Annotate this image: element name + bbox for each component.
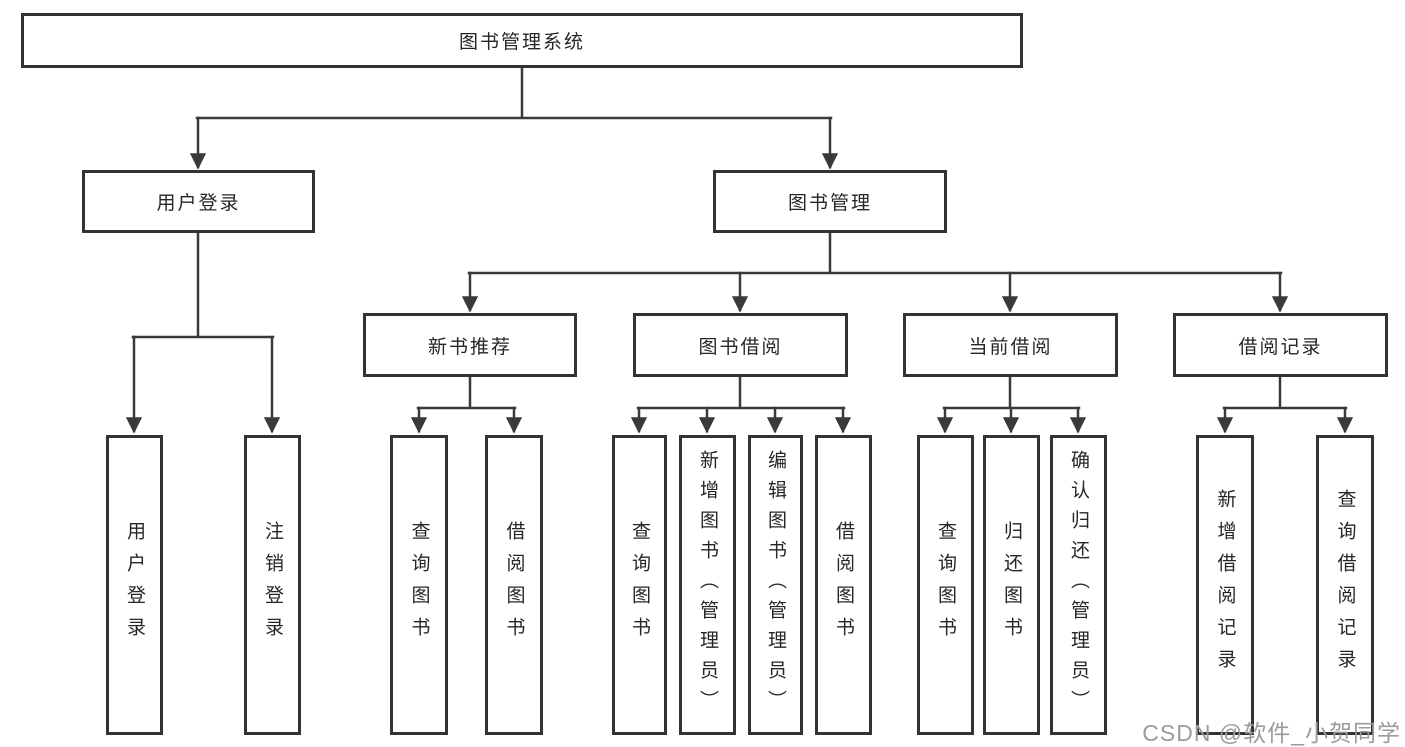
watermark-text: CSDN @软件_小贺同学 — [1142, 720, 1401, 746]
connector-user-login-children — [131, 230, 275, 339]
leaf-query-books-current: 查询图书 — [917, 435, 974, 735]
node-user-login: 用户登录 — [82, 170, 315, 233]
connector-borrow-records-children — [1222, 375, 1348, 410]
leaf-edit-book-admin: 编辑图书（管理员） — [748, 435, 803, 735]
connector-book-management-children — [467, 231, 1283, 275]
node-library-management-system: 图书管理系统 — [21, 13, 1023, 68]
connector-current-borrow-children — [942, 375, 1081, 410]
leaf-query-borrow-record: 查询借阅记录 — [1316, 435, 1374, 735]
node-book-management: 图书管理 — [713, 170, 947, 233]
leaf-borrow-books-recommend: 借阅图书 — [485, 435, 543, 735]
node-current-borrow: 当前借阅 — [903, 313, 1118, 377]
leaf-logout: 注销登录 — [244, 435, 301, 735]
node-borrow-records: 借阅记录 — [1173, 313, 1388, 377]
leaf-borrow-book: 借阅图书 — [815, 435, 872, 735]
connector-root-to-level2 — [195, 66, 833, 120]
leaf-return-book: 归还图书 — [983, 435, 1040, 735]
connector-book-borrow-children — [636, 375, 846, 410]
connector-new-book-children — [416, 375, 517, 410]
leaf-query-books-recommend: 查询图书 — [390, 435, 448, 735]
node-new-book-recommend: 新书推荐 — [363, 313, 577, 377]
leaf-confirm-return-admin: 确认归还（管理员） — [1050, 435, 1107, 735]
leaf-user-login: 用户登录 — [106, 435, 163, 735]
leaf-add-book-admin: 新增图书（管理员） — [679, 435, 736, 735]
leaf-add-borrow-record: 新增借阅记录 — [1196, 435, 1254, 735]
leaf-query-books-borrow: 查询图书 — [612, 435, 667, 735]
node-book-borrow: 图书借阅 — [633, 313, 848, 377]
